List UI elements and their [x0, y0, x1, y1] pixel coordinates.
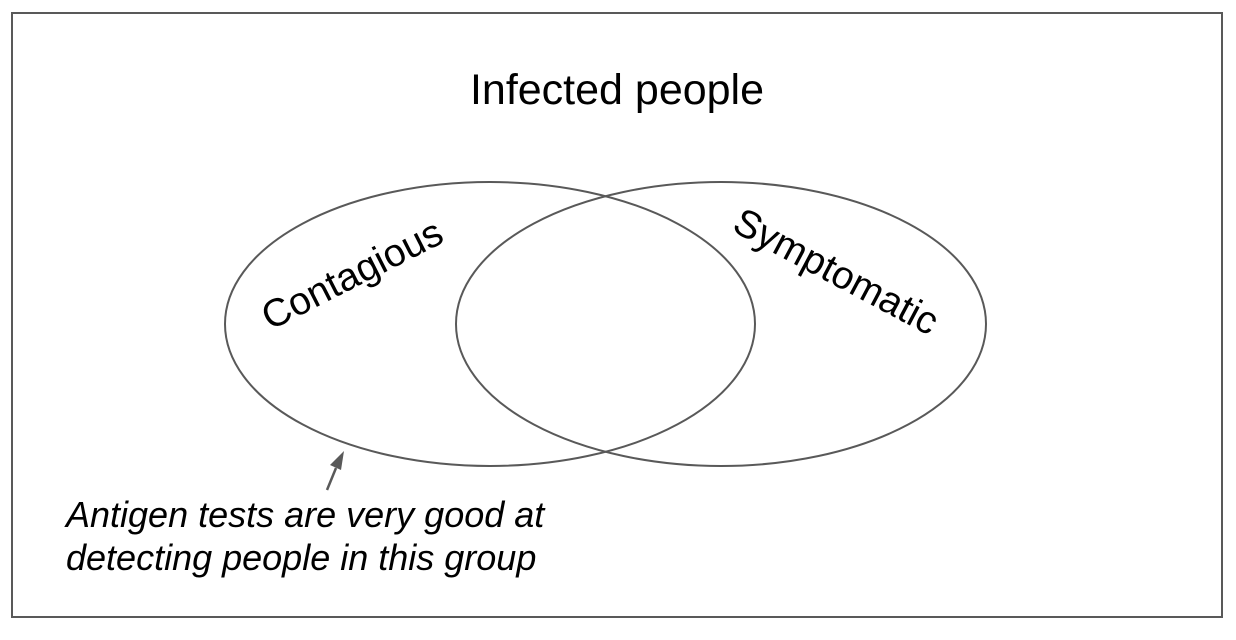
symptomatic-label: Symptomatic	[726, 200, 945, 344]
diagram-title: Infected people	[470, 66, 764, 114]
symptomatic-set	[455, 181, 987, 467]
contagious-label: Contagious	[255, 211, 450, 339]
annotation-line-1: Antigen tests are very good at	[64, 494, 546, 535]
annotation-arrow-line	[325, 467, 338, 491]
annotation-line-2: detecting people in this group	[66, 537, 536, 578]
annotation-arrow-head	[330, 451, 344, 470]
contagious-set	[224, 181, 756, 467]
diagram-frame	[11, 12, 1223, 618]
